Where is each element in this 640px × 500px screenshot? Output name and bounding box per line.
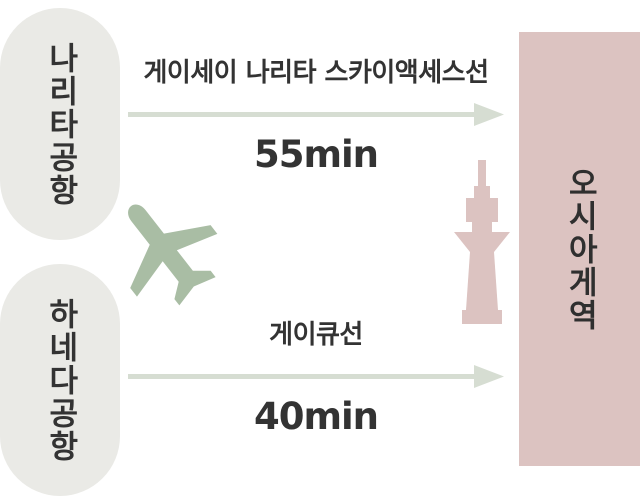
destination-label: 오시아게역 [561, 166, 598, 332]
origin-pill-haneda: 하네다공항 [0, 264, 120, 496]
route-name-skyaccess: 게이세이 나리타 스카이액세스선 [143, 58, 489, 88]
arrow-right-icon [128, 365, 504, 388]
origin-label-haneda: 하네다공항 [42, 297, 79, 463]
origin-label-narita: 나리타공항 [42, 41, 79, 207]
route-duration-skyaccess: 55min [253, 133, 379, 176]
route-keikyu: 게이큐선 40min [128, 314, 504, 438]
destination-panel: 오시아게역 [519, 32, 640, 466]
route-skyaccess: 게이세이 나리타 스카이액세스선 55min [128, 52, 504, 176]
origin-pill-narita: 나리타공항 [0, 8, 120, 240]
route-arrow-keikyu [128, 363, 504, 389]
arrow-right-icon [128, 103, 504, 126]
route-duration-keikyu: 40min [253, 395, 379, 438]
route-arrow-skyaccess [128, 101, 504, 127]
route-name-keikyu: 게이큐선 [269, 320, 363, 350]
airplane-icon [128, 204, 218, 306]
tokyo-skytree-icon [454, 160, 510, 324]
